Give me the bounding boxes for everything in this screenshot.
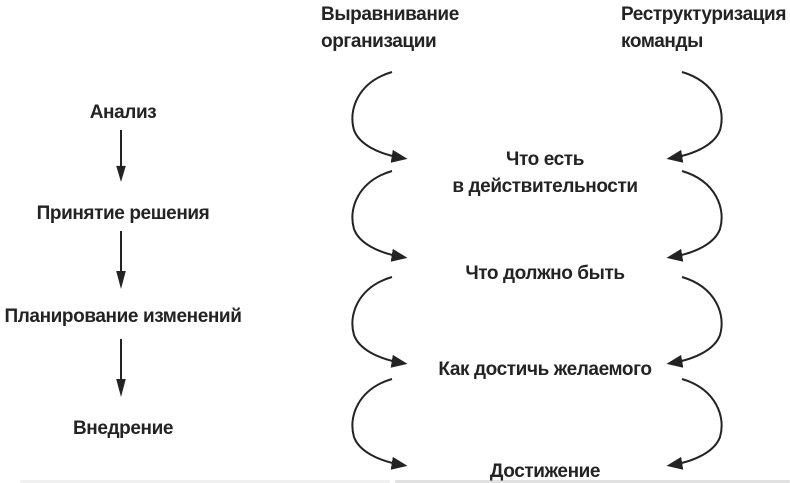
process-step-implementation: Внедрение: [72, 418, 174, 439]
stage-what-should-be: Что должно быть: [465, 263, 625, 284]
stage-how-to-achieve: Как достичь желаемого: [438, 359, 652, 380]
down-arrow-2: [116, 231, 126, 289]
left-curved-arrow-2: [351, 170, 408, 262]
header-line: организации: [321, 31, 437, 52]
header-team-restructuring: Реструктуризация команды: [621, 1, 786, 55]
right-curved-arrow-3: [666, 276, 723, 368]
header-line: Выравнивание: [321, 4, 459, 25]
header-line: Реструктуризация: [621, 4, 787, 25]
stage-achievement: Достижение: [489, 461, 601, 482]
stage-line: Что есть: [506, 149, 584, 170]
right-curved-arrow-1: [666, 71, 723, 163]
down-arrow-1: [116, 130, 126, 182]
down-arrow-3: [116, 339, 126, 397]
process-step-decision: Принятие решения: [36, 203, 210, 224]
stage-line: в действительности: [452, 176, 638, 197]
header-organization-alignment: Выравнивание организации: [321, 1, 459, 55]
left-curved-arrow-4: [351, 378, 408, 470]
right-curved-arrow-4: [666, 378, 723, 470]
process-step-planning: Планирование изменений: [4, 306, 242, 327]
stage-what-is: Что есть в действительности: [415, 146, 675, 200]
right-curved-arrow-2: [666, 170, 723, 262]
left-curved-arrow-1: [351, 71, 408, 163]
header-line: команды: [621, 31, 703, 52]
bottom-edge-artifact: [395, 480, 790, 483]
bottom-edge-artifact-faint: [20, 480, 390, 483]
left-curved-arrow-3: [351, 276, 408, 368]
process-step-analysis: Анализ: [89, 102, 157, 123]
